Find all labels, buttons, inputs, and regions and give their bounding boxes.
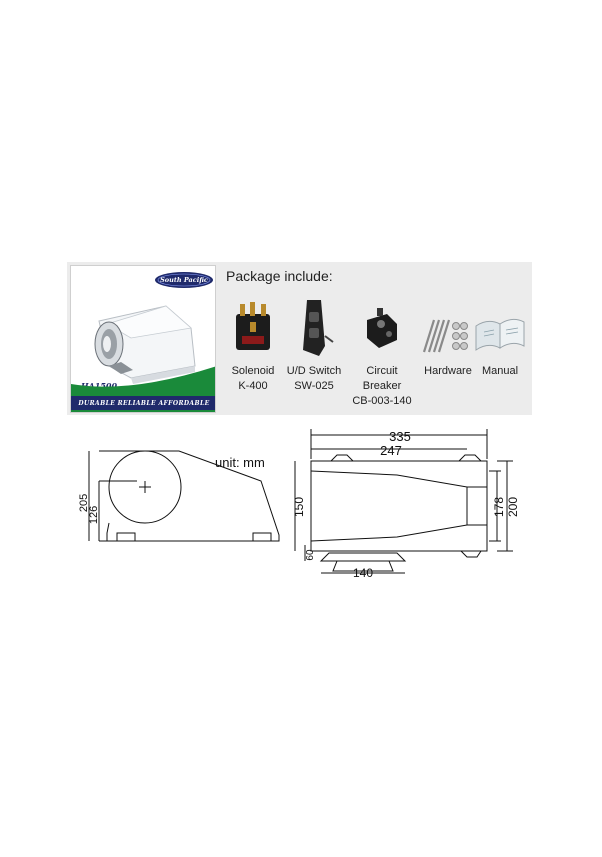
dim-247: 247 <box>380 443 402 458</box>
brand-name: South Pacific <box>160 276 208 284</box>
item-name: Hardware <box>424 365 472 377</box>
product-photo: South Pacific HA1500 DURABLE RELIABLE AF… <box>70 265 216 413</box>
dim-178: 178 <box>492 497 506 517</box>
item-code: CB-003-140 <box>352 395 412 407</box>
package-item-switch: U/D Switch SW-025 <box>286 296 342 394</box>
hardware-icon <box>422 319 468 353</box>
package-item-circuit-breaker: Circuit Breaker CB-003-140 <box>346 296 418 409</box>
dim-60: 60 <box>305 549 316 561</box>
unit-label: unit: mm <box>215 455 265 470</box>
drawing-background <box>67 415 532 592</box>
item-code: K-400 <box>238 380 268 392</box>
item-name: Circuit Breaker <box>362 365 402 392</box>
dim-205: 205 <box>78 494 90 512</box>
switch-icon <box>303 300 334 356</box>
model-label: HA1500 <box>81 381 118 391</box>
dimension-drawing: unit: mm 205 126 335 247 150 178 200 60 … <box>67 415 532 592</box>
package-item-solenoid: Solenoid K-400 <box>226 296 280 394</box>
windlass-image <box>94 305 196 384</box>
dim-200: 200 <box>506 497 520 517</box>
dim-150: 150 <box>292 497 306 517</box>
side-view <box>88 450 280 542</box>
top-view <box>294 429 513 574</box>
dim-140: 140 <box>353 566 373 580</box>
manual-icon <box>475 318 525 351</box>
item-code: SW-025 <box>294 380 334 392</box>
package-title: Package include: <box>226 268 333 284</box>
item-name: Manual <box>481 365 519 377</box>
slogan-banner: DURABLE RELIABLE AFFORDABLE <box>78 400 210 407</box>
brand-logo: South Pacific <box>155 272 213 288</box>
circuit-breaker-icon <box>367 308 397 348</box>
item-name: Solenoid <box>231 365 275 377</box>
solenoid-icon <box>236 302 270 350</box>
dim-335: 335 <box>389 429 411 444</box>
green-swoosh <box>71 366 215 412</box>
package-item-hardware: Hardware <box>420 296 476 379</box>
package-item-manual: Manual <box>475 296 525 379</box>
dim-126: 126 <box>88 506 100 524</box>
item-name: U/D Switch <box>286 365 342 377</box>
